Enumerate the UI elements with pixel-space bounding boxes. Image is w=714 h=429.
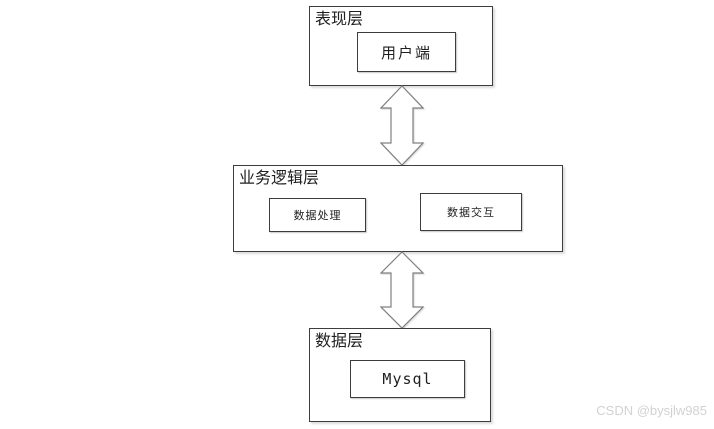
layer-label-data: 数据层 [315, 333, 364, 350]
layer-box-data: 数据层 Mysql [309, 328, 491, 422]
layer-label-business-logic: 业务逻辑层 [239, 170, 320, 187]
data-processing-label: 数据处理 [293, 210, 342, 222]
bidirectional-arrow-icon [380, 85, 424, 166]
layer-label-presentation: 表现层 [315, 11, 364, 28]
data-interaction-label: 数据交互 [447, 207, 495, 219]
client-box: 用户端 [357, 32, 456, 72]
layer-box-business-logic: 业务逻辑层 数据处理 数据交互 [233, 165, 563, 252]
mysql-box: Mysql [350, 360, 465, 398]
csdn-watermark: CSDN @bysjlw985 [596, 403, 707, 418]
bidirectional-arrow-icon [380, 251, 424, 329]
data-interaction-box: 数据交互 [420, 193, 522, 231]
mysql-label: Mysql [382, 370, 433, 388]
data-processing-box: 数据处理 [269, 198, 366, 232]
layer-box-presentation: 表现层 用户端 [309, 6, 493, 86]
client-label: 用户端 [380, 45, 432, 62]
